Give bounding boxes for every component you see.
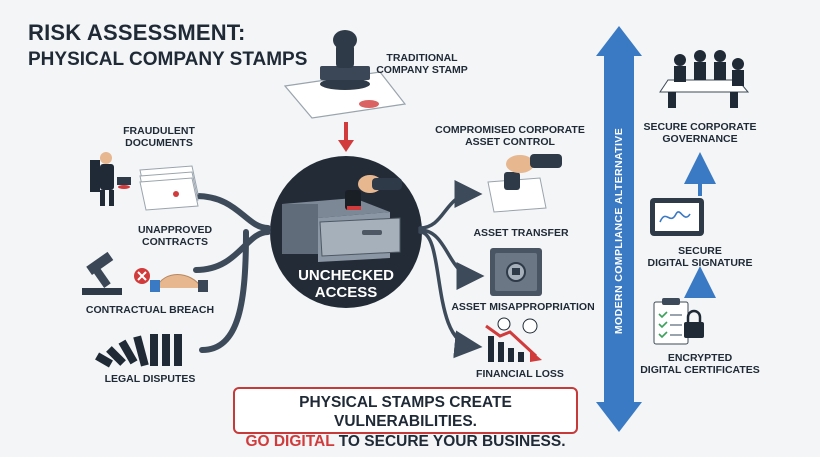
risk-label-line: CONTRACTUAL BREACH — [85, 304, 215, 316]
page-title: RISK ASSESSMENT: PHYSICAL COMPANY STAMPS — [28, 20, 308, 70]
stamp-label-line-2: COMPANY STAMP — [376, 64, 468, 77]
compliance-axis-arrow — [596, 26, 642, 432]
step-label-line: DIGITAL SIGNATURE — [647, 257, 753, 270]
financial-loss-icon — [485, 317, 542, 362]
callout-line-2-rest: TO SECURE YOUR BUSINESS. — [334, 432, 566, 450]
fraudulent-documents-icon — [90, 152, 199, 211]
risk-label-line: ASSET TRANSFER — [473, 227, 569, 239]
digital-signature-icon — [650, 198, 704, 236]
traditional-stamp-icon — [283, 30, 407, 119]
call-to-action-box: PHYSICAL STAMPS CREATE VULNERABILITIES. … — [233, 387, 578, 450]
center-label-line-1: UNCHECKED — [298, 267, 394, 284]
risk-fraudulent-documents: FRAUDULENT DOCUMENTS — [104, 125, 214, 149]
risk-label-line: FRAUDULENT — [123, 125, 195, 137]
left-connectors — [193, 193, 271, 353]
risk-label-line: FINANCIAL LOSS — [476, 368, 564, 380]
risk-label-line: LEGAL DISPUTES — [104, 373, 196, 385]
stamp-label: TRADITIONAL COMPANY STAMP — [362, 52, 482, 76]
center-label: UNCHECKED ACCESS — [292, 267, 400, 301]
callout-accent: GO DIGITAL — [245, 432, 335, 450]
right-connectors — [418, 180, 485, 359]
risk-compromised-asset-control: COMPROMISED CORPORATE ASSET CONTROL — [430, 124, 590, 148]
center-label-line-2: ACCESS — [314, 283, 378, 301]
step-label-line: SECURE — [678, 245, 722, 257]
risk-label-line: CONTRACTS — [142, 236, 208, 249]
step-secure-governance: SECURE CORPORATE GOVERNANCE — [640, 121, 760, 145]
step-encrypted-certificates: ENCRYPTED DIGITAL CERTIFICATES — [630, 352, 770, 376]
risk-label-line: UNAPPROVED — [137, 224, 213, 236]
risk-label-line: ASSET CONTROL — [465, 136, 555, 149]
risk-financial-loss: FINANCIAL LOSS — [470, 368, 570, 380]
risk-asset-misappropriation: ASSET MISAPPROPRIATION — [448, 301, 598, 313]
step-label-line: GOVERNANCE — [662, 133, 738, 146]
risk-unapproved-contracts: UNAPPROVED CONTRACTS — [120, 224, 230, 248]
callout-line-2: GO DIGITAL TO SECURE YOUR BUSINESS. — [235, 432, 576, 451]
step-label-line: SECURE CORPORATE — [643, 121, 757, 133]
risk-legal-disputes: LEGAL DISPUTES — [90, 373, 210, 385]
step-label-line: ENCRYPTED — [667, 352, 733, 364]
risk-contractual-breach: CONTRACTUAL BREACH — [80, 304, 220, 316]
risk-label-line: DOCUMENTS — [125, 137, 193, 150]
step-label-line: DIGITAL CERTIFICATES — [640, 364, 760, 377]
stamp-label-line-1: TRADITIONAL — [386, 52, 458, 64]
legal-disputes-icon — [95, 334, 182, 368]
step-digital-signature: SECURE DIGITAL SIGNATURE — [630, 245, 770, 269]
title-line-1: RISK ASSESSMENT: — [28, 20, 246, 45]
encrypted-certificate-icon — [653, 298, 704, 345]
unchecked-access-circle — [270, 156, 422, 308]
title-line-2: PHYSICAL COMPANY STAMPS — [28, 49, 308, 70]
contractual-breach-icon — [82, 251, 208, 295]
governance-icon — [659, 50, 750, 108]
risk-label-line: COMPROMISED CORPORATE — [435, 124, 585, 136]
callout-line-1: PHYSICAL STAMPS CREATE VULNERABILITIES. — [299, 394, 512, 431]
risk-asset-transfer: ASSET TRANSFER — [466, 227, 576, 239]
stamp-arrow-head — [338, 140, 354, 152]
asset-control-icon — [487, 154, 562, 213]
risk-label-line: ASSET MISAPPROPRIATION — [451, 301, 595, 313]
safe-icon — [490, 248, 542, 296]
compliance-axis-label: MODERN COMPLIANCE ALTERNATIVE — [613, 127, 625, 335]
